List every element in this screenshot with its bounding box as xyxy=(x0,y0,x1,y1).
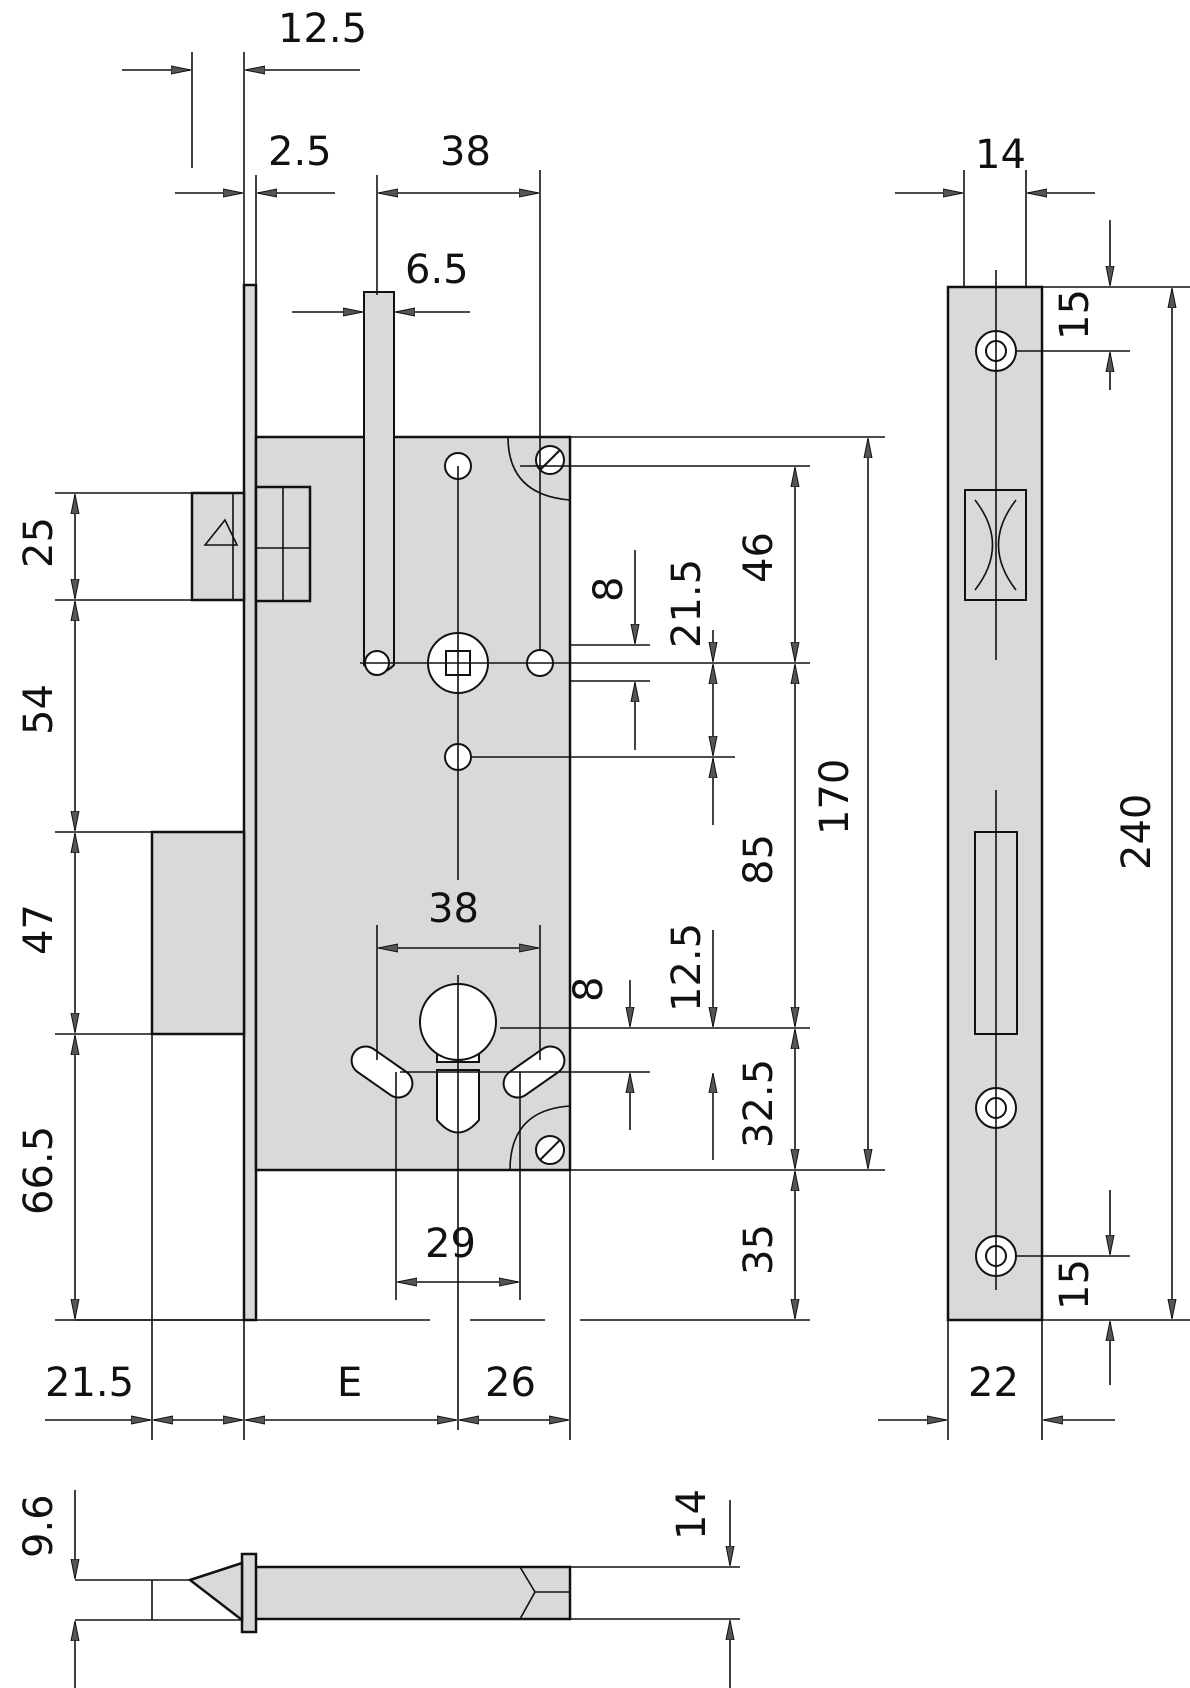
dim-38-cyl: 38 xyxy=(428,886,479,932)
latch-bolt xyxy=(190,491,246,602)
screw-slot-bottom xyxy=(539,1139,561,1161)
faceplate xyxy=(242,283,258,1322)
dim-54: 54 xyxy=(16,684,62,735)
dim-35: 35 xyxy=(736,1224,782,1275)
cyl-slot-left xyxy=(350,1045,414,1099)
latch-bevel xyxy=(203,518,239,546)
dim-85: 85 xyxy=(736,834,782,885)
plate-latch-curve-2 xyxy=(997,499,1017,591)
dimension-lines xyxy=(45,52,885,1440)
dim-8-spindle: 8 xyxy=(586,577,632,602)
dim-6-5: 6.5 xyxy=(405,247,469,293)
dim-240: 240 xyxy=(1114,794,1160,870)
dim-25: 25 xyxy=(16,517,62,568)
corner-cutout xyxy=(507,436,571,501)
dim-66-5: 66.5 xyxy=(16,1126,62,1215)
dim-22: 22 xyxy=(968,1360,1019,1406)
front-view xyxy=(150,283,572,1430)
dim-46: 46 xyxy=(736,532,782,583)
dim-e: E xyxy=(337,1360,362,1406)
dim-21-5: 21.5 xyxy=(664,559,710,648)
plate-dimension-lines xyxy=(878,170,1190,1440)
dim-47: 47 xyxy=(16,904,62,955)
plate-latch-curve xyxy=(974,499,994,591)
side-dimension-lines xyxy=(75,1490,740,1688)
forend-plate-view xyxy=(946,270,1044,1322)
dim-2-5: 2.5 xyxy=(268,129,332,175)
dim-21-5-backset: 21.5 xyxy=(45,1360,134,1406)
dim-15-bottom: 15 xyxy=(1052,1259,1098,1310)
dim-170: 170 xyxy=(812,759,858,835)
corner-cutout-bottom xyxy=(509,1105,571,1171)
side-faceplate xyxy=(240,1552,258,1634)
forend-plate xyxy=(946,285,1044,1322)
dead-bolt xyxy=(150,830,246,1036)
dim-9-6: 9.6 xyxy=(16,1494,62,1558)
dim-14-side: 14 xyxy=(669,1489,715,1540)
dim-26: 26 xyxy=(485,1360,536,1406)
side-view xyxy=(75,1552,572,1634)
dim-32-5: 32.5 xyxy=(736,1059,782,1148)
dim-12-5-cyl: 12.5 xyxy=(664,923,710,1012)
dim-38-top: 38 xyxy=(440,129,491,175)
dim-12-5: 12.5 xyxy=(278,6,367,52)
slot xyxy=(363,291,395,674)
dim-29: 29 xyxy=(425,1221,476,1267)
dim-8-cyl: 8 xyxy=(566,977,612,1002)
side-latch xyxy=(187,1561,244,1623)
dimension-labels: 12.5 2.5 38 6.5 25 54 47 66.5 8 21.5 46 … xyxy=(16,6,1160,1558)
dim-15-top: 15 xyxy=(1052,289,1098,340)
side-body xyxy=(246,1565,572,1621)
dim-14-plate: 14 xyxy=(975,132,1026,178)
